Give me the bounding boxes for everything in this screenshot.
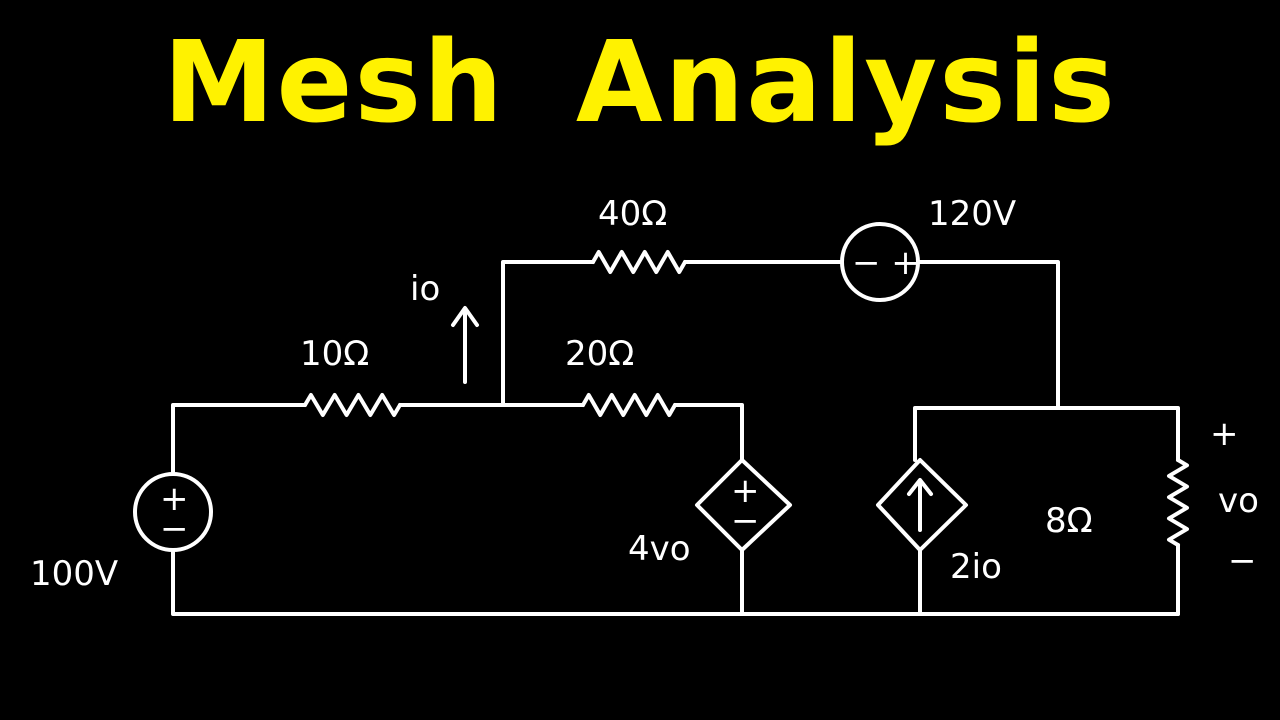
- resistor-40-ohm: [591, 250, 687, 274]
- label-vo-minus: −: [1228, 541, 1257, 581]
- resistor-10-ohm: [303, 393, 402, 417]
- dependent-voltage-source: [695, 458, 792, 552]
- dependent-current-source: [876, 458, 968, 552]
- label-40-ohm: 40Ω: [598, 194, 667, 234]
- label-10-ohm: 10Ω: [300, 334, 369, 374]
- voltage-source-120v: [840, 222, 920, 302]
- up-arrow-icon: [907, 478, 933, 532]
- resistor-8-ohm: [1167, 458, 1189, 547]
- voltage-source-100v: [133, 472, 213, 552]
- label-io: io: [410, 269, 440, 309]
- label-100v: 100V: [30, 554, 118, 594]
- current-io-arrow-icon: [451, 306, 479, 384]
- wires: [171, 260, 1180, 616]
- v100-minus: −: [160, 509, 189, 549]
- label-2io: 2io: [950, 547, 1002, 587]
- resistor-20-ohm: [581, 393, 677, 417]
- wire-left: [171, 403, 1180, 616]
- v120-polarity: − +: [852, 243, 920, 283]
- label-8-ohm: 8Ω: [1045, 501, 1093, 541]
- label-vo-plus: +: [1210, 414, 1239, 454]
- wire-upper-branch: [501, 260, 1060, 410]
- label-20-ohm: 20Ω: [565, 334, 634, 374]
- dep-v-minus: −: [731, 501, 760, 541]
- label-120v: 120V: [928, 194, 1016, 234]
- dep-v-plus: +: [731, 471, 760, 511]
- page-title: Mesh Analysis: [163, 18, 1117, 148]
- label-vo: vo: [1218, 481, 1259, 521]
- v100-plus: +: [160, 479, 189, 519]
- label-4vo: 4vo: [628, 529, 691, 569]
- wire-mid-top: [398, 403, 744, 616]
- wire-right: [913, 406, 1180, 616]
